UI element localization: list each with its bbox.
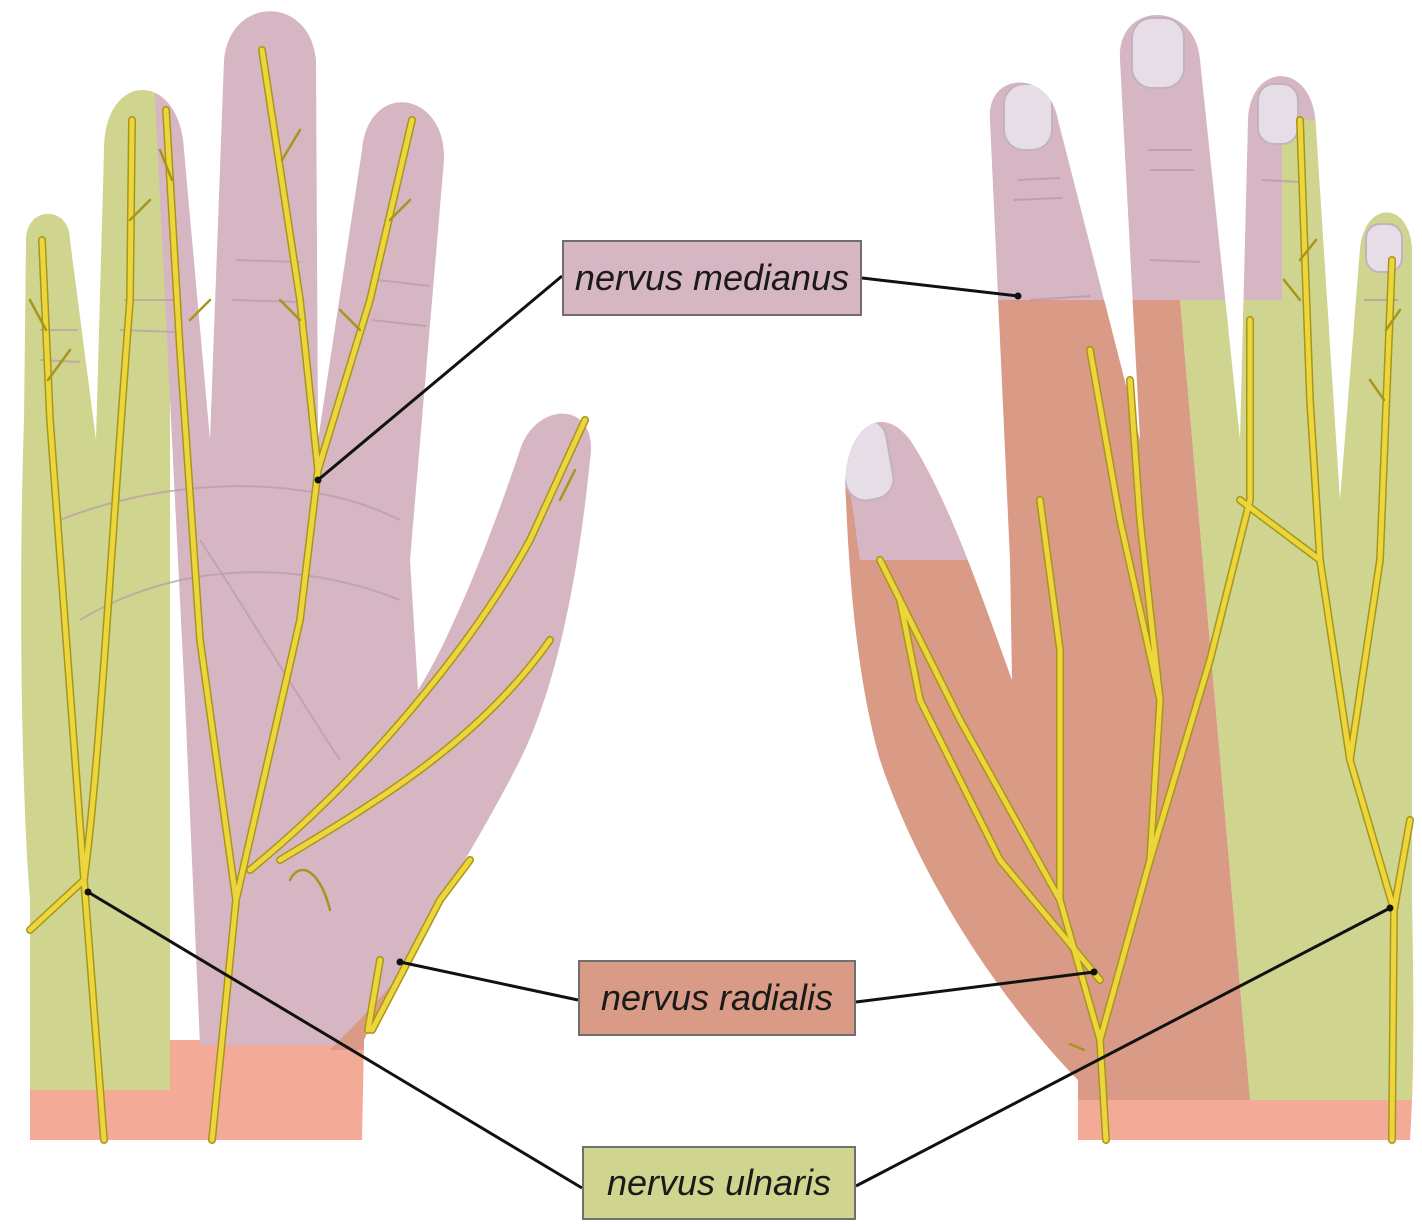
dorsal-median-zone [830,0,1422,330]
label-nervus-radialis-text: nervus radialis [601,977,833,1019]
leader-medianus-right [862,278,1018,296]
label-nervus-medianus: nervus medianus [562,240,862,316]
label-nervus-medianus-text: nervus medianus [575,257,849,299]
label-nervus-radialis: nervus radialis [578,960,856,1036]
dorsal-hand [830,0,1422,1150]
label-nervus-ulnaris-text: nervus ulnaris [607,1162,831,1204]
leader-radialis-left [400,962,578,1000]
label-nervus-ulnaris: nervus ulnaris [582,1146,856,1220]
